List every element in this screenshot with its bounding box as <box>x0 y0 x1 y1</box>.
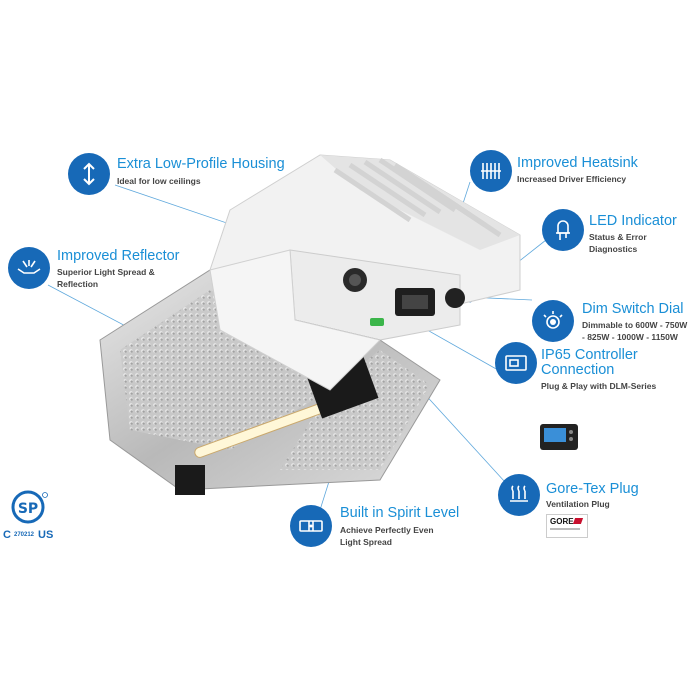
gore-logo: GORE <box>546 514 588 538</box>
svg-text:SP: SP <box>18 501 38 517</box>
dim-dial-icon <box>543 311 563 329</box>
level-subtitle-line1: Achieve Perfectly Even <box>340 525 434 535</box>
dim-subtitle-line2: - 825W - 1000W - 1150W <box>582 332 678 342</box>
dim-title: Dim Switch Dial <box>582 301 684 317</box>
goretex-subtitle: Ventilation Plug <box>546 499 610 509</box>
level-subtitle-line2: Light Spread <box>340 537 392 547</box>
dim-feature-icon-circle <box>532 300 574 342</box>
led-title: LED Indicator <box>589 213 677 229</box>
housing-feature-icon-circle <box>68 153 110 195</box>
grow-light-fixture-image <box>99 154 521 495</box>
csa-left-label: C <box>3 529 11 541</box>
csa-certification-logo: SP <box>11 490 48 524</box>
heatsink-title: Improved Heatsink <box>517 155 638 171</box>
ip65-title-line2: Connection <box>541 362 615 378</box>
heatsink-subtitle: Increased Driver Efficiency <box>517 174 627 184</box>
reflector-subtitle-line1: Superior Light Spread & <box>57 267 155 277</box>
led-subtitle-line1: Status & Error <box>589 232 647 242</box>
ip65-title-line1: IP65 Controller <box>541 347 638 363</box>
spirit-level-icon <box>299 520 323 532</box>
ip65-feature-icon-circle <box>495 342 537 384</box>
level-feature-icon-circle <box>290 505 332 547</box>
housing-subtitle: Ideal for low ceilings <box>117 176 201 186</box>
led-subtitle-line2: Diagnostics <box>589 244 638 254</box>
controller-port-icon <box>505 355 527 371</box>
vent-plug-icon <box>510 485 528 502</box>
reflector-icon <box>17 260 41 274</box>
heatsink-feature-icon-circle <box>470 150 512 192</box>
led-feature-icon-circle <box>542 209 584 251</box>
goretex-feature-icon-circle <box>498 474 540 516</box>
heatsink-fins-icon <box>481 163 501 179</box>
dim-subtitle-line1: Dimmable to 600W - 750W <box>582 320 688 330</box>
csa-number: 270212 <box>14 532 35 538</box>
csa-right-label: US <box>38 529 54 541</box>
dlm-controller-image <box>540 424 578 450</box>
goretex-title: Gore-Tex Plug <box>546 481 639 497</box>
reflector-feature-icon-circle <box>8 247 50 289</box>
reflector-subtitle-line2: Reflection <box>57 279 99 289</box>
ip65-subtitle: Plug & Play with DLM-Series <box>541 381 657 391</box>
housing-title: Extra Low-Profile Housing <box>117 156 285 172</box>
reflector-title: Improved Reflector <box>57 248 180 264</box>
level-title: Built in Spirit Level <box>340 505 460 521</box>
vertical-arrows-icon <box>83 162 95 186</box>
led-bulb-icon <box>556 220 570 240</box>
